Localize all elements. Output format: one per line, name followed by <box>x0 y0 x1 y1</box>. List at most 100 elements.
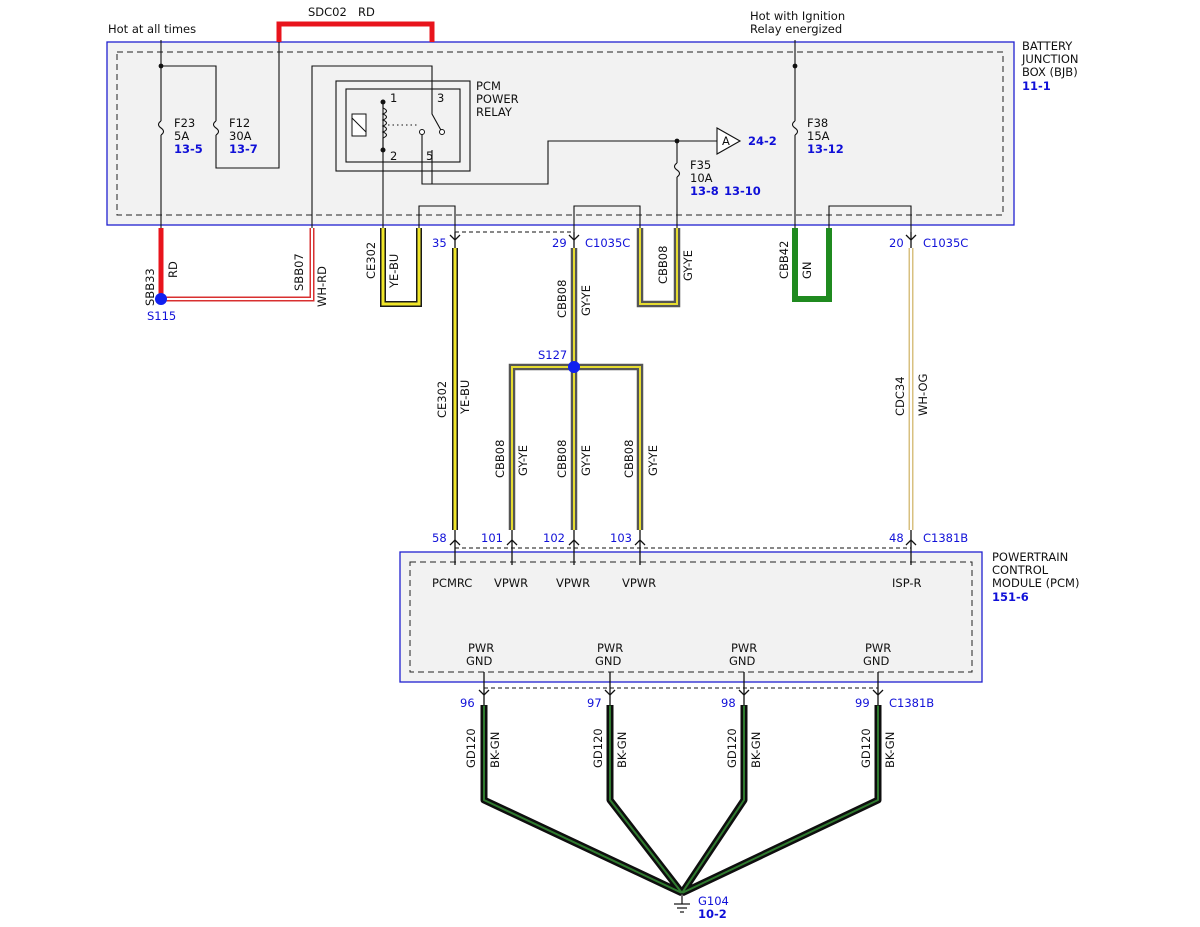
wire-label-cbb08-b3-circuit: CBB08 <box>622 440 636 478</box>
wire-label-gd120-4-color: BK-GN <box>883 732 897 768</box>
pcm-gnd-98-line2: GND <box>729 654 756 668</box>
wire-label-ce302-loop-color: YE-BU <box>387 254 401 289</box>
ground-ref-link[interactable]: 10-2 <box>698 907 727 921</box>
wire-cbb08-branches-inner <box>511 366 641 530</box>
wire-label-cbb08-b3-color: GY-YE <box>646 445 660 476</box>
wire-label-cbb42-circuit: CBB42 <box>777 241 791 279</box>
pcm-signal-vpwr-1: VPWR <box>494 576 528 590</box>
fuse-f35-name: F35 <box>690 158 711 172</box>
pcm-pin-102: 102 <box>543 531 565 545</box>
gnd-pin-98: 98 <box>721 696 736 710</box>
wire-label-gd120-1-circuit: GD120 <box>464 728 478 768</box>
wire-label-ce302-color: YE-BU <box>458 380 472 415</box>
pcm-title-3: MODULE (PCM) <box>992 576 1079 590</box>
gnd-pin-96: 96 <box>460 696 475 710</box>
pcm-gnd-96-line2: GND <box>466 654 493 668</box>
wire-label-gd120-3-color: BK-GN <box>749 732 763 768</box>
wire-label-gd120-3-circuit: GD120 <box>725 728 739 768</box>
fuse-f38-symbol <box>791 120 799 136</box>
splice-s115-label: S115 <box>147 309 176 323</box>
wire-label-cbb08-b1-color: GY-YE <box>516 445 530 476</box>
wire-label-cbb08-b2-color: GY-YE <box>579 445 593 476</box>
fuse-symbols <box>157 120 799 178</box>
fuse-f35-symbol <box>673 162 681 178</box>
ground-name: G104 <box>698 894 729 908</box>
wire-cbb42-loop <box>792 228 832 302</box>
fuse-f12-name: F12 <box>229 116 250 130</box>
pcm-title-2: CONTROL <box>992 563 1049 577</box>
note-hot-at-all-times: Hot at all times <box>108 22 196 36</box>
wire-cbb08-branches-outer <box>508 363 644 530</box>
pcm-power-relay <box>335 80 471 172</box>
fuse-f12-symbol <box>212 120 220 136</box>
wire-label-cbb08-loop-circuit: CBB08 <box>656 246 670 284</box>
splice-s115-dot <box>155 293 167 305</box>
junction-dot <box>792 63 798 69</box>
pcm-gnd-99-line1: PWR <box>865 641 891 655</box>
wire-label-sbb07-color: WH-RD <box>315 266 329 307</box>
pcm-ref-link[interactable]: 151-6 <box>992 590 1029 604</box>
wire-label-cbb42-color: GN <box>800 261 814 279</box>
wire-label-gd120-1-color: BK-GN <box>488 732 502 768</box>
wire-sbb07-outer <box>161 228 315 302</box>
pcm-connector-c1381b: C1381B <box>923 531 968 545</box>
pcm-signal-isp-r: ISP-R <box>892 576 922 590</box>
pcm-pin-103: 103 <box>610 531 632 545</box>
wire-label-ce302-circuit: CE302 <box>435 381 449 418</box>
relay-pin-2: 2 <box>390 149 397 163</box>
wire-label-cdc34-color: WH-OG <box>916 374 930 416</box>
bjb-title-2: JUNCTION <box>1021 52 1079 66</box>
bjb-title-1: BATTERY <box>1022 39 1073 53</box>
wire-sdc02 <box>276 21 435 42</box>
wire-label-cdc34-circuit: CDC34 <box>893 376 907 416</box>
fuse-f38-rating: 15A <box>807 129 830 143</box>
pcm-gnd-99-line2: GND <box>863 654 890 668</box>
fuse-f23-ref-link[interactable]: 13-5 <box>174 142 203 156</box>
pcm-gnd-97-line2: GND <box>595 654 622 668</box>
wire-label-cbb08-b1-circuit: CBB08 <box>493 440 507 478</box>
battery-junction-box <box>106 41 1015 226</box>
offpage-connector-ref-link[interactable]: 24-2 <box>748 134 777 148</box>
junction-dot <box>158 63 164 69</box>
relay-title-1: PCM <box>476 79 501 93</box>
fuse-f35-ref-link-1[interactable]: 13-8 <box>690 184 719 198</box>
pcm-gnd-98-line1: PWR <box>731 641 757 655</box>
top-circuit-color: RD <box>358 5 375 19</box>
fuse-f38-name: F38 <box>807 116 828 130</box>
bjb-pin-20: 20 <box>889 236 904 250</box>
bjb-internal-wiring <box>160 40 912 232</box>
pcm-signal-vpwr-2: VPWR <box>556 576 590 590</box>
relay-pin-1: 1 <box>390 91 397 105</box>
relay-title-3: RELAY <box>476 105 513 119</box>
wire-label-cbb08-trunk-color: GY-YE <box>579 285 593 316</box>
note-hot-ignition-2: Relay energized <box>750 22 842 36</box>
splice-s127-dot <box>568 361 580 373</box>
splice-s127-label: S127 <box>538 348 567 362</box>
junction-dot <box>674 138 680 144</box>
fuse-f35-rating: 10A <box>690 171 713 185</box>
gnd-connector-c1381b: C1381B <box>889 696 934 710</box>
relay-pin-5: 5 <box>426 149 433 163</box>
relay-pin-3: 3 <box>437 91 444 105</box>
pcm-signal-vpwr-3: VPWR <box>622 576 656 590</box>
pcm-pin-chevrons <box>449 530 917 565</box>
fuse-f23-rating: 5A <box>174 129 189 143</box>
wire-cbb08-loop-inner <box>639 228 678 305</box>
offpage-connector-label: A <box>722 134 730 148</box>
wire-sbb07-inner <box>161 228 313 300</box>
wire-gd120-inner <box>483 705 879 894</box>
wire-label-cbb08-b2-circuit: CBB08 <box>555 440 569 478</box>
fuse-f35-ref-link-2[interactable]: 13-10 <box>724 184 761 198</box>
relay-title-2: POWER <box>476 92 519 106</box>
pcm-pin-48: 48 <box>889 531 904 545</box>
fuse-f23-name: F23 <box>174 116 195 130</box>
fuse-f38-ref-link[interactable]: 13-12 <box>807 142 844 156</box>
wire-label-gd120-4-circuit: GD120 <box>859 728 873 768</box>
fuse-f12-ref-link[interactable]: 13-7 <box>229 142 258 156</box>
bjb-pin-35: 35 <box>432 236 447 250</box>
gnd-pin-97: 97 <box>587 696 602 710</box>
wire-gd120-outer <box>480 705 882 897</box>
bjb-ref-link[interactable]: 11-1 <box>1022 79 1051 93</box>
wire-label-sbb33-color: RD <box>166 261 180 278</box>
